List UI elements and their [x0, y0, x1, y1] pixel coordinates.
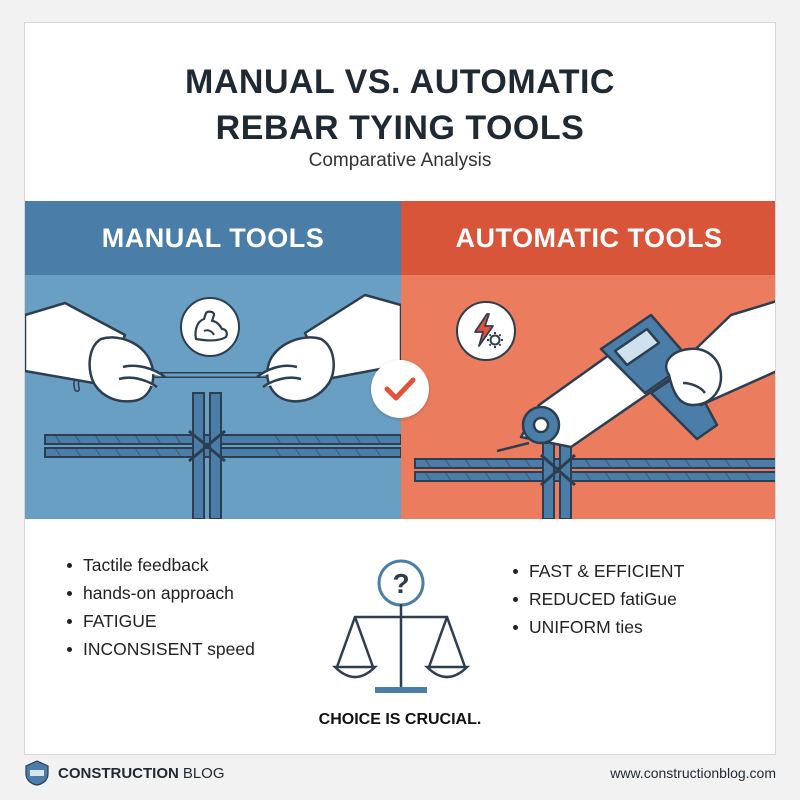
svg-text:?: ? — [392, 568, 409, 599]
list-item: UNIFORM ties — [511, 613, 684, 641]
brand-logo: CONSTRUCTION BLOG — [24, 760, 225, 786]
brand-name: CONSTRUCTION — [58, 764, 179, 782]
list-item: FAST & EFFICIENT — [511, 557, 684, 585]
balance-scale-icon: ? — [331, 559, 471, 693]
manual-points-list: Tactile feedback hands-on approach FATIG… — [65, 551, 255, 663]
title-line-1: MANUAL VS. AUTOMATIC — [185, 63, 615, 101]
infographic-card: MANUAL VS. AUTOMATIC REBAR TYING TOOLS C… — [24, 22, 776, 755]
list-item: Tactile feedback — [65, 551, 255, 579]
title-line-2: REBAR TYING TOOLS — [215, 109, 585, 147]
automatic-points-list: FAST & EFFICIENT REDUCED fatiGue UNIFORM… — [511, 557, 684, 641]
check-icon — [371, 360, 429, 418]
automatic-tying-illustration — [414, 300, 775, 519]
automatic-tools-heading: AUTOMATIC TOOLS — [401, 201, 775, 275]
footer-url[interactable]: www.constructionblog.com — [610, 765, 776, 781]
lightning-gear-icon — [456, 301, 516, 361]
flexed-arm-icon — [180, 297, 240, 357]
list-item: FATIGUE — [65, 607, 255, 635]
list-item: INCONSISENT speed — [65, 635, 255, 663]
list-item: REDUCED fatiGue — [511, 585, 684, 613]
brand-suffix: BLOG — [182, 764, 225, 782]
manual-tying-illustration — [25, 293, 401, 519]
shield-logo-icon — [25, 760, 49, 786]
list-item: hands-on approach — [65, 579, 255, 607]
manual-tools-panel: MANUAL TOOLS — [25, 201, 401, 519]
subtitle: Comparative Analysis — [308, 150, 492, 171]
page-title: MANUAL VS. AUTOMATIC REBAR TYING TOOLS — [25, 59, 775, 151]
manual-tools-heading: MANUAL TOOLS — [25, 201, 401, 275]
conclusion-text: CHOICE IS CRUCIAL. — [318, 711, 482, 728]
automatic-tools-panel: AUTOMATIC TOOLS — [401, 201, 775, 519]
